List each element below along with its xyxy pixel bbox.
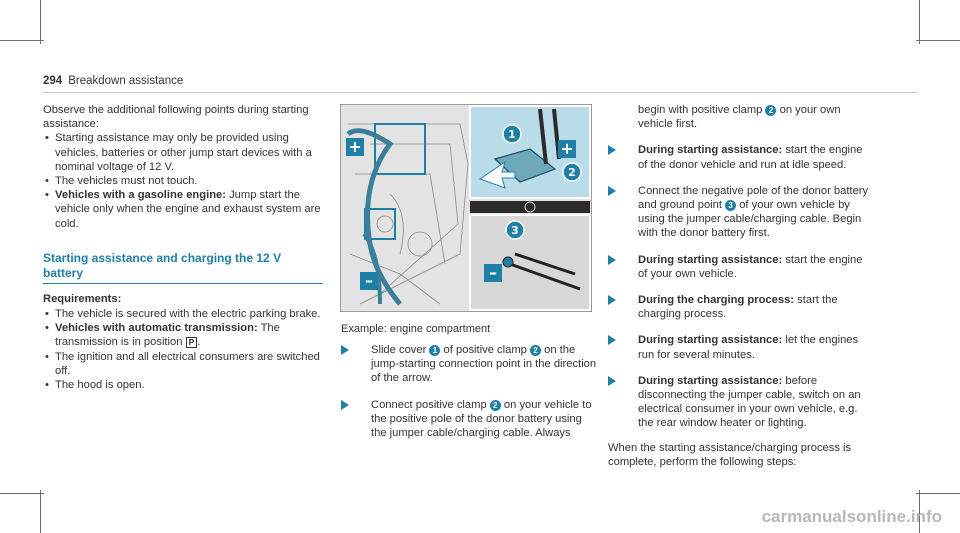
closing-text: When the starting assistance/charging pr… [608,441,852,468]
callout-3: 3 [511,224,519,237]
step-item: During starting assistance: let the engi… [608,333,870,361]
left-column: Observe the additional following points … [43,103,323,392]
step-arrow-icon [608,254,616,265]
crop-mark-tl-h [0,40,44,41]
section-name: Breakdown assistance [68,75,184,87]
step-item: Connect positive clamp 2 on your vehicle… [341,398,597,441]
callout-ref: 2 [765,105,777,116]
watermark: carmanualsonline.info [761,507,942,526]
step-arrow-icon [608,145,616,156]
page-number: 294 [43,75,63,87]
step-arrow-icon [608,185,616,196]
right-column: begin with positive clamp 2 on your own … [608,103,870,469]
middle-steps: Slide cover 1 of positive clamp 2 on the… [341,331,597,440]
callout-2: 2 [568,166,576,179]
continuation-text: begin with positive clamp 2 on your own … [638,104,841,131]
plus-sign-left: + [348,137,361,156]
list-item: The vehicles must not touch. [43,174,323,188]
minus-sign-left: – [365,271,373,290]
callout-1: 1 [508,128,516,141]
crop-mark-bl-h [0,493,44,494]
precaution-list: Starting assistance may only be provided… [43,131,323,230]
crop-mark-br-v [919,490,920,533]
page-header: 294 Breakdown assistance [43,75,183,87]
step-item: Connect the negative pole of the donor b… [608,184,870,241]
callout-ref: 1 [429,345,441,356]
list-item: Vehicles with automatic transmission: Th… [43,321,323,349]
step-arrow-icon [341,345,349,355]
step-arrow-icon [341,399,349,410]
list-item: The hood is open. [43,378,323,392]
step-arrow-icon [608,375,616,386]
step-arrow-icon [608,295,616,306]
callout-ref: 2 [489,399,501,411]
list-item: Vehicles with a gasoline engine: Jump st… [43,188,323,231]
crop-mark-tl-v [40,0,41,44]
step-item: During starting assistance: before disco… [608,374,870,431]
callout-ref: 3 [725,200,737,212]
requirements-list: The vehicle is secured with the electric… [43,307,323,392]
minus-sign-right: – [489,263,497,282]
intro-text: Observe the additional following points … [43,104,309,131]
step-item: During starting assistance: start the en… [608,253,870,281]
step-item: During the charging process: start the c… [608,293,870,321]
crop-mark-bl-v [40,490,41,533]
crop-mark-br-h [916,493,960,494]
gear-p-symbol: P [185,337,198,349]
engine-compartment-figure: + – + – 1 2 3 [339,103,593,313]
step-item: Slide cover 1 of positive clamp 2 on the… [341,343,597,386]
step-item: During starting assistance: start the en… [608,143,870,171]
requirements-title: Requirements: [43,292,122,305]
plus-sign-right: + [560,139,573,158]
list-item: Starting assistance may only be provided… [43,131,323,174]
section-title: Starting assistance and charging the 12 … [43,250,282,280]
step-arrow-icon [608,335,616,346]
crop-mark-tr-v [919,0,920,44]
list-item: The ignition and all electrical consumer… [43,350,323,378]
figure-caption: Example: engine compartment [341,323,491,335]
engine-illustration: + – + – 1 2 3 [339,103,593,313]
header-rule [43,92,917,93]
crop-mark-tr-h [916,40,960,41]
list-item: The vehicle is secured with the electric… [43,307,323,321]
section-rule [43,282,323,284]
callout-ref: 2 [530,345,541,356]
